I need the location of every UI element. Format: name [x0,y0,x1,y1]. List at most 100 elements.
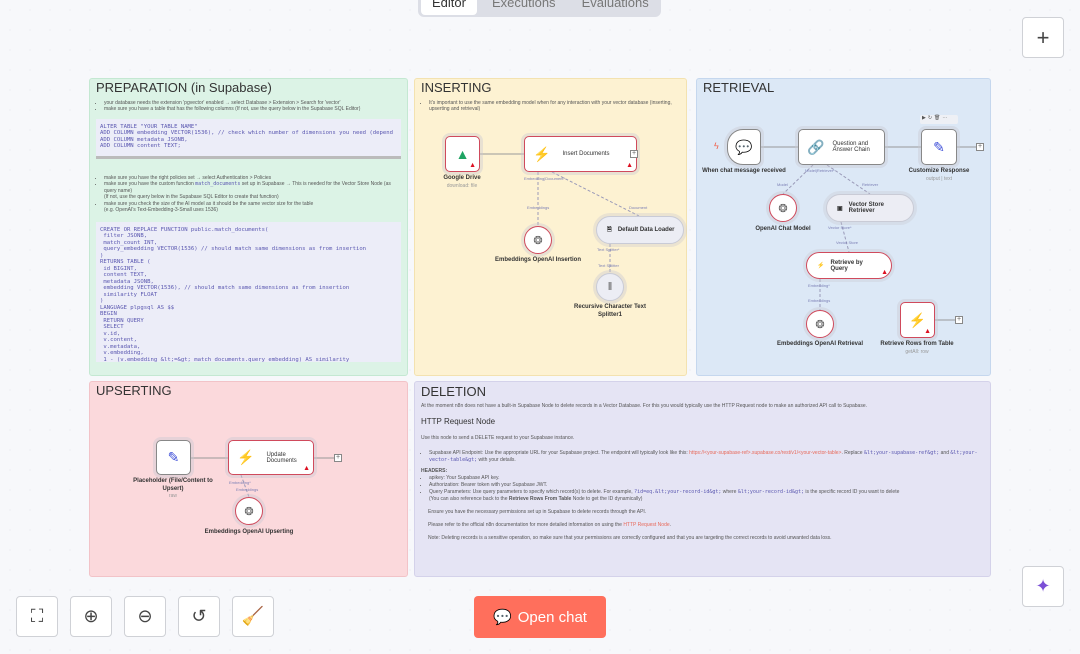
node-default-data-loader[interactable]: 🗎Default Data Loader [596,216,684,244]
warning-icon: ▲ [303,465,310,472]
sparkle-icon: ✦ [1035,576,1051,596]
node-insert-documents[interactable]: ⚡ Insert Documents ▲ [524,136,637,172]
openai-icon: ❂ [778,202,788,215]
note-text: apikey: Your Supabase API key. [429,475,984,482]
node-update-documents[interactable]: ⚡Update Documents▲ [228,440,314,475]
note-text: Please refer to the official n8n documen… [428,522,672,528]
port-label: Embedding* [808,283,830,288]
sticky-deletion[interactable]: DELETION At the moment n8n does not have… [414,381,991,577]
node-chat-trigger[interactable]: 💬 [727,129,761,165]
pencil-icon: ✎ [167,449,180,465]
sticky-preparation[interactable]: PREPARATION (in Supabase) your database … [89,78,408,376]
note-text: make sure you check the size of the AI m… [104,201,401,214]
reset-zoom-button[interactable]: ↺ [178,596,220,637]
node-embeddings-upserting[interactable]: ❂ [235,497,263,525]
node-label: Customize Response [908,168,970,174]
node-label: Embeddings OpenAI Retrieval [776,341,864,347]
openai-icon: ❂ [815,318,825,331]
add-node-plus[interactable]: + [334,454,342,462]
port-label: Vector Store [836,240,859,245]
note-text: It's important to use the same embedding… [429,100,680,113]
node-label: Recursive Character Text Splitter1 [574,304,646,318]
http-request-link[interactable]: HTTP Request Node [623,522,670,528]
node-label: Insert Documents [562,151,610,157]
note-text: Supabase API Endpoint: Use the appropria… [429,450,984,464]
fullscreen-icon: ⛶ [30,606,44,626]
sticky-retrieval[interactable]: RETRIEVAL [696,78,991,376]
open-chat-button[interactable]: 💬Open chat [474,596,606,638]
note-text: make sure you have a table that has the … [104,106,401,113]
node-text-splitter[interactable]: ‖ [596,273,624,301]
note-text: Note: Deleting records is a sensitive op… [428,535,832,541]
port-label: Model|Retriever* [805,168,835,173]
note-heading: HTTP Request Node [421,417,496,426]
add-node-plus[interactable]: + [955,316,963,324]
warning-icon: ▲ [469,162,476,169]
add-node-button[interactable]: + [1022,17,1064,58]
supabase-icon: ⚡ [237,449,255,465]
add-node-plus[interactable]: + [630,150,638,158]
node-label: Google Drive [443,175,481,181]
node-qa-chain[interactable]: 🔗Question and Answer Chain [798,129,885,165]
tab-editor[interactable]: Editor [421,0,477,15]
note-text: HEADERS: [421,468,448,474]
port-label: Text Splitter [598,263,620,268]
broom-icon: 🧹 [241,606,265,626]
node-label: Embeddings OpenAI Insertion [494,257,581,263]
node-embeddings-insertion[interactable]: ❂ [524,226,552,254]
node-google-drive[interactable]: ▲▲ [445,136,480,172]
box-icon: ▣ [837,205,843,212]
add-node-plus[interactable]: + [976,143,984,151]
splitter-icon: ‖ [607,281,613,293]
node-embeddings-retrieval[interactable]: ❂ [806,310,834,338]
warning-icon: ▲ [626,162,633,169]
supabase-icon: ⚡ [908,311,927,328]
node-retrieve-by-query[interactable]: ⚡Retrieve by Query▲ [806,252,892,279]
tab-evaluations[interactable]: Evaluations [581,0,649,10]
node-toolbar[interactable]: ▶↻🗑⋯ [920,115,958,124]
port-label: Model [777,182,788,187]
ai-connection [240,474,250,498]
note-text: Query Parameters: Use query parameters t… [429,489,984,503]
sticky-upserting[interactable]: UPSERTING [89,381,408,577]
fit-view-button[interactable]: ⛶ [16,596,58,637]
node-label: Retrieve Rows from Table [880,341,954,347]
port-label: Embeddings [527,205,549,210]
tidy-up-button[interactable]: 🧹 [232,596,274,637]
sticky-title: PREPARATION (in Supabase) [96,80,272,95]
trigger-bolt-icon: ϟ [714,141,719,151]
google-drive-icon: ▲ [455,146,470,162]
note-text: At the moment n8n does not have a built-… [421,403,868,409]
port-label: Vector Store* [828,225,852,230]
pencil-icon: ✎ [933,138,945,155]
document-icon: 🗎 [607,227,612,233]
sticky-title: INSERTING [421,80,492,95]
node-vector-store-retriever[interactable]: ▣Vector Store Retriever [826,194,914,222]
port-label: Embeddings [236,487,258,492]
sticky-title: UPSERTING [96,383,172,398]
port-label: Retriever [862,182,879,187]
ai-assistant-button[interactable]: ✦ [1022,566,1064,607]
node-subtitle: raw [168,493,178,499]
warning-icon: ▲ [924,328,931,335]
code-block: CREATE OR REPLACE FUNCTION public.match_… [96,221,401,362]
node-subtitle: getAll: row [905,349,929,355]
note-text: make sure you have the right policies se… [104,175,401,182]
tab-executions[interactable]: Executions [491,0,556,10]
zoom-out-button[interactable]: ⊖ [124,596,166,637]
node-openai-chat-model[interactable]: ❂ [769,194,797,222]
port-label: Embedding|Document* [524,176,566,181]
port-label: Text Splitter* [597,247,620,252]
code-block: ALTER TABLE "YOUR TABLE NAME" ADD COLUMN… [96,118,401,159]
zoom-in-button[interactable]: ⊕ [70,596,112,637]
node-customize-response[interactable]: ✎ [921,129,957,165]
node-retrieve-rows[interactable]: ⚡▲ [900,302,935,338]
openai-icon: ❂ [244,505,254,518]
node-subtitle: output | text [925,176,953,182]
node-label: Embeddings OpenAI Upserting [204,529,294,535]
node-placeholder[interactable]: ✎ [156,440,191,475]
port-label: Embedding* [229,480,251,485]
note-text: Use this node to send a DELETE request t… [421,435,575,441]
supabase-icon: ⚡ [533,145,551,162]
